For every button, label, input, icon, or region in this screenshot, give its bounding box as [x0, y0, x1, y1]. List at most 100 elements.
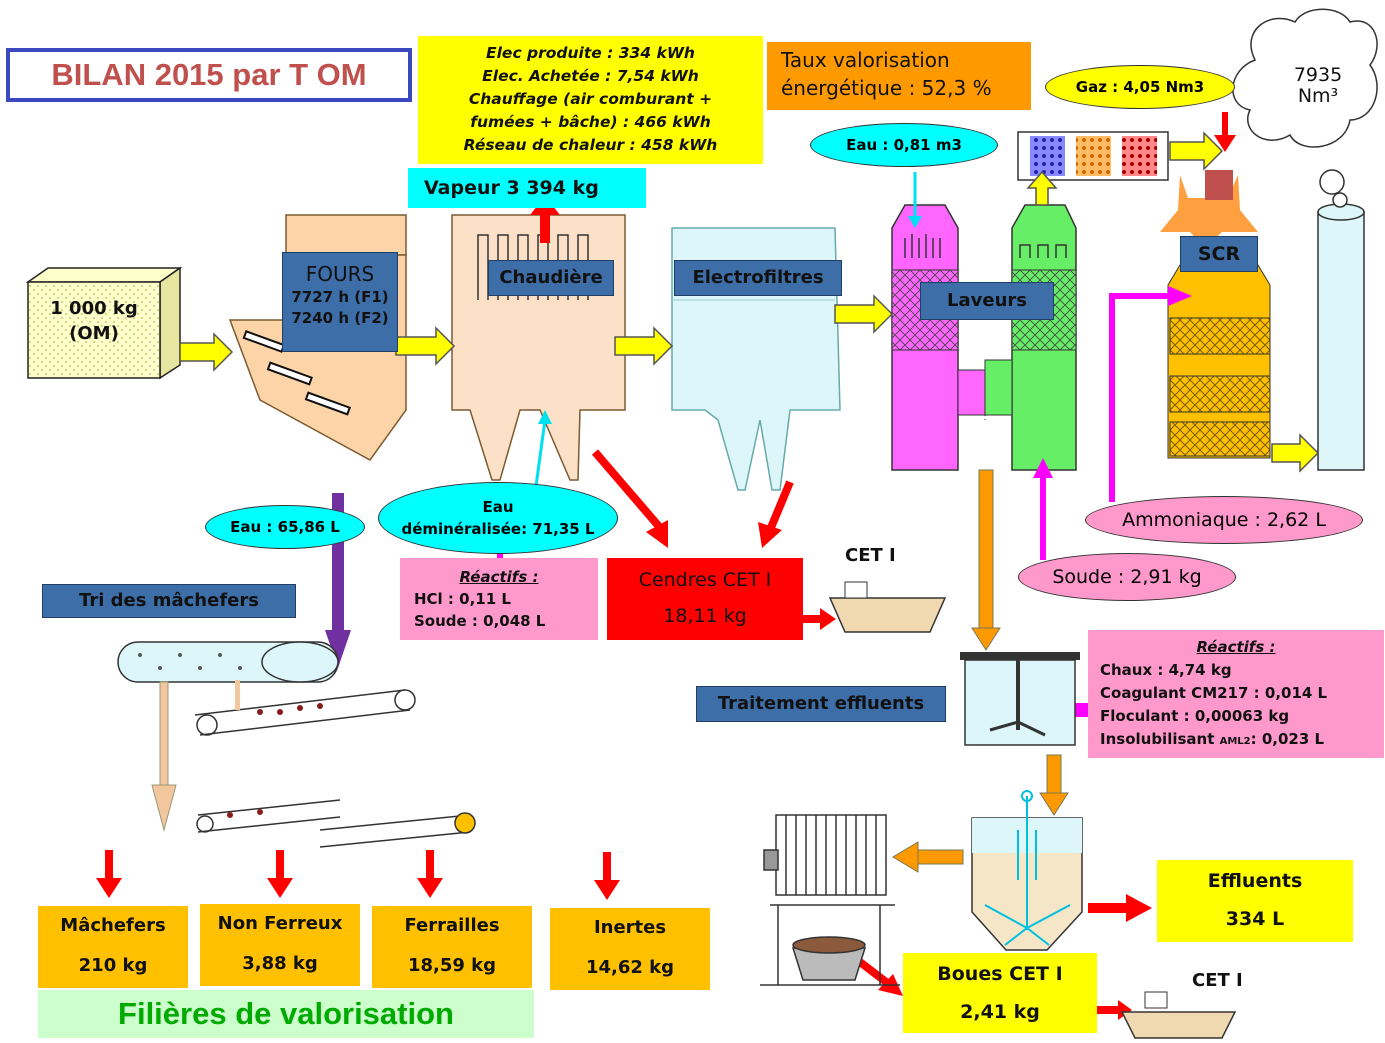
taux-line2: énergétique : 52,3 %: [781, 76, 992, 100]
om-cube: [25, 266, 183, 380]
flow-arrows: [179, 131, 1320, 473]
output-ferrailles: Ferrailles 18,59 kg: [372, 906, 532, 988]
laveur-green: [984, 204, 1077, 471]
om-text: 1 000 kg (OM): [28, 296, 160, 346]
reactifs-chaudiere-box: Réactifs : HCl : 0,11 L Soude : 0,048 L: [400, 558, 598, 640]
tri-conveyors: [117, 641, 476, 848]
reseau-chaleur: Réseau de chaleur : 458 kWh: [463, 136, 718, 154]
reactifs-floculant: Floculant : 0,00063 kg: [1100, 707, 1290, 725]
cendres-title: Cendres CET I: [638, 569, 772, 591]
cloud-text: 7935 Nm³: [1278, 65, 1358, 107]
cet-skip-top: [828, 581, 947, 633]
fours-f2: 7240 h (F2): [291, 309, 389, 327]
taux-line1: Taux valorisation: [781, 48, 950, 72]
fours-label-box: FOURS 7727 h (F1) 7240 h (F2): [282, 252, 398, 352]
output-value: 14,62 kg: [585, 957, 675, 978]
effluent-arrows: [892, 469, 1069, 873]
output-inertes: Inertes 14,62 kg: [550, 908, 710, 990]
chauffage-line2: fumées + bâche) : 466 kWh: [470, 113, 711, 131]
ammoniaque-label: Ammoniaque : 2,62 L: [1122, 509, 1326, 531]
om-quantity: 1 000 kg: [50, 298, 138, 319]
elec-produite: Elec produite : 334 kWh: [486, 44, 695, 62]
effluent-tank: [960, 652, 1080, 746]
soude-laveurs-ellipse: Soude : 2,91 kg: [1018, 553, 1236, 601]
cet-top-label: CET I: [845, 545, 896, 566]
eau-laveurs-label: Eau : 0,81 m3: [846, 136, 962, 154]
cendres-box: Cendres CET I 18,11 kg: [607, 558, 803, 640]
filieres-box: Filières de valorisation: [38, 990, 534, 1038]
traitement-label-box: Traitement effluents: [696, 686, 946, 722]
effluents-title: Effluents: [1207, 870, 1303, 892]
cloud-value: 7935: [1293, 64, 1343, 86]
chaudiere-label: Chaudière: [499, 267, 603, 288]
tri-label: Tri des mâchefers: [79, 590, 259, 611]
soude-laveurs-label: Soude : 2,91 kg: [1052, 566, 1202, 588]
reactifs-chaux: Chaux : 4,74 kg: [1100, 661, 1232, 679]
output-name: Ferrailles: [404, 915, 500, 936]
output-value: 18,59 kg: [407, 955, 497, 976]
output-name: Inertes: [593, 917, 667, 938]
insolubilisant-value: : 0,023 L: [1250, 730, 1325, 748]
chauffage-line1: Chauffage (air comburant +: [468, 90, 713, 108]
gaz-label: Gaz : 4,05 Nm3: [1075, 78, 1205, 96]
filter-bank: [1017, 131, 1169, 181]
scr-column: [1160, 170, 1271, 459]
boues-title: Boues CET I: [937, 963, 1063, 985]
chaudiere-boiler: [451, 214, 626, 481]
boues-value: 2,41 kg: [960, 1001, 1040, 1023]
scr-label-box: SCR: [1180, 236, 1258, 272]
taux-box: Taux valorisation énergétique : 52,3 %: [767, 42, 1031, 110]
om-unit: (OM): [69, 323, 119, 344]
boues-box: Boues CET I 2,41 kg: [903, 953, 1097, 1033]
cet-skip-bottom: [1120, 991, 1237, 1039]
tri-label-box: Tri des mâchefers: [42, 584, 296, 618]
output-machefers: Mâchefers 210 kg: [38, 906, 188, 988]
energy-box: Elec produite : 334 kWh Elec. Achetée : …: [418, 36, 763, 164]
filieres-label: Filières de valorisation: [118, 996, 454, 1031]
eau-demin-line2: déminéralisée: 71,35 L: [401, 520, 595, 538]
chimney: [1317, 169, 1365, 471]
reactifs-effluents-box: Réactifs : Chaux : 4,74 kg Coagulant CM2…: [1088, 630, 1384, 758]
electrofiltres-label: Electrofiltres: [692, 267, 824, 288]
eau-tri-ellipse: Eau : 65,86 L: [205, 505, 365, 549]
red-arrows: [96, 112, 1236, 1020]
cendres-value: 18,11 kg: [663, 605, 747, 627]
insolubilisant-code: AML2: [1219, 736, 1251, 747]
eau-tri-label: Eau : 65,86 L: [230, 518, 340, 536]
effluents-box: Effluents 334 L: [1157, 860, 1353, 942]
effluents-value: 334 L: [1225, 908, 1285, 930]
scr-label: SCR: [1197, 243, 1241, 265]
cloud-unit: Nm³: [1297, 85, 1339, 107]
filter-press: [760, 814, 900, 986]
output-value: 3,88 kg: [242, 953, 318, 974]
laveurs-label-box: Laveurs: [920, 282, 1054, 320]
page-title: BILAN 2015 par T OM: [51, 57, 367, 92]
gaz-ellipse: Gaz : 4,05 Nm3: [1045, 65, 1235, 109]
output-name: Mâchefers: [60, 915, 166, 936]
fours-title: FOURS: [305, 262, 375, 286]
output-name: Non Ferreux: [217, 913, 343, 934]
chaudiere-label-box: Chaudière: [488, 260, 614, 296]
page-title-box: BILAN 2015 par T OM: [6, 48, 412, 102]
vapeur-label: Vapeur 3 394 kg: [424, 177, 599, 199]
smoke-cloud: [1232, 8, 1378, 148]
reactifs-insolubilisant: Insolubilisant AML2: 0,023 L: [1100, 728, 1384, 753]
fours-f1: 7727 h (F1): [291, 288, 389, 306]
laveurs-label: Laveurs: [947, 290, 1027, 311]
cet-bottom-text: CET I: [1192, 970, 1243, 991]
reactifs-effluents-title: Réactifs :: [1196, 638, 1276, 656]
eau-demin-ellipse: Eau déminéralisée: 71,35 L: [378, 482, 618, 554]
reactifs-chaudiere-title: Réactifs :: [459, 568, 539, 586]
elec-achetee: Elec. Achetée : 7,54 kWh: [482, 67, 699, 85]
ammoniaque-ellipse: Ammoniaque : 2,62 L: [1085, 496, 1363, 544]
electrofiltres-label-box: Electrofiltres: [674, 260, 842, 296]
eau-demin-line1: Eau: [482, 498, 514, 516]
insolubilisant-text: Insolubilisant: [1100, 730, 1220, 748]
decanter: [971, 790, 1083, 951]
reactifs-hcl: HCl : 0,11 L: [414, 590, 511, 608]
laveur-magenta: [891, 204, 1011, 471]
reactifs-coagulant: Coagulant CM217 : 0,014 L: [1100, 684, 1328, 702]
reactifs-soude: Soude : 0,048 L: [414, 612, 546, 630]
cet-bottom-label: CET I: [1192, 970, 1243, 991]
